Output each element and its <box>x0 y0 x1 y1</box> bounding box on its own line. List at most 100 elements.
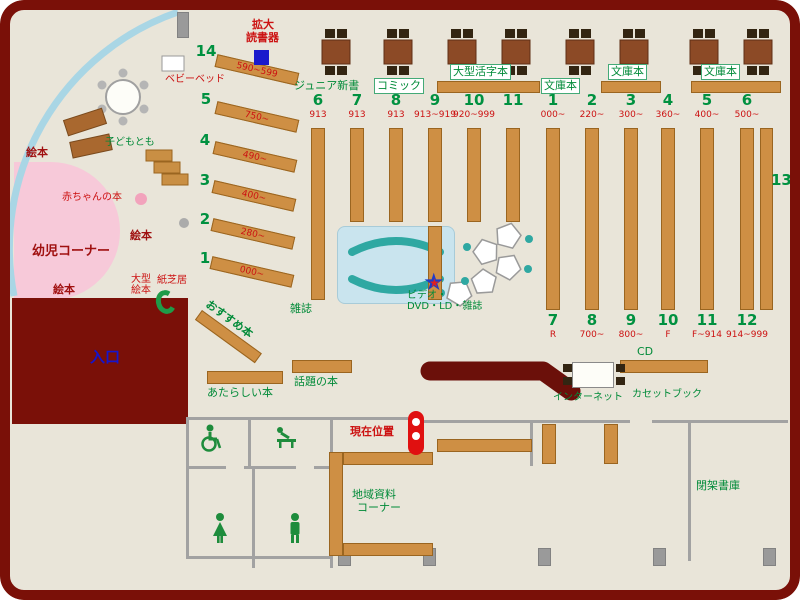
aisle-number: 10 <box>657 311 679 329</box>
picture-books-label: 絵本 <box>53 283 75 296</box>
large-picture-books-label: 絵本 <box>131 285 151 296</box>
magnifier-reader-label: 読書器 <box>246 31 279 44</box>
fan-shelf-number: 4 <box>199 131 211 149</box>
section-bunko-3: 文庫本 <box>701 64 740 80</box>
current-location-marker <box>408 411 424 455</box>
baby-bed-icon <box>161 55 185 72</box>
gray-stool <box>179 218 189 228</box>
aisle-range: 220~ <box>579 110 605 120</box>
section-comic: コミック <box>374 78 424 94</box>
wall <box>252 468 255 568</box>
regional-shelf <box>343 452 433 465</box>
aisle-range: 500~ <box>734 110 760 120</box>
kids-low-tables <box>62 107 113 159</box>
magazines-label: 雑誌 <box>290 302 312 315</box>
section-bunko-2: 文庫本 <box>608 64 647 80</box>
aisle-range: 913 <box>348 110 366 120</box>
bookstack <box>585 128 599 310</box>
entrance-exterior-block <box>12 298 188 424</box>
regional-corner-label: 地域資料 <box>352 488 396 501</box>
aisle-range: R <box>549 330 557 340</box>
pink-stool <box>135 193 147 205</box>
aisle-range: 400~ <box>694 110 720 120</box>
closed-stacks-label: 閉架書庫 <box>696 479 740 492</box>
aisle-range: 000~ <box>540 110 566 120</box>
aisle-range: F~914 <box>692 330 722 340</box>
pillar <box>763 548 776 566</box>
fan-shelf-number: 5 <box>200 90 212 108</box>
entrance-label: 入口 <box>90 348 121 366</box>
fan-shelf-number: 3 <box>199 171 211 189</box>
aisle-range: 360~ <box>655 110 681 120</box>
new-books-shelf <box>207 371 283 384</box>
bookstack <box>428 128 442 222</box>
baby-changing-icon <box>274 424 300 454</box>
topical-books-shelf <box>292 360 352 373</box>
wheelchair-icon <box>196 423 224 457</box>
picture-books-label: 絵本 <box>26 146 48 159</box>
section-large-print: 大型活字本 <box>450 64 511 80</box>
fan-shelf-number: 2 <box>199 210 211 228</box>
fan-shelf-number: 14 <box>195 42 217 60</box>
aisle-range: 300~ <box>618 110 644 120</box>
aisle-number: 8 <box>586 311 598 329</box>
new-books-label: あたらしい本 <box>207 386 273 399</box>
aisle-number: 5 <box>701 91 713 109</box>
internet-label: インターネット <box>553 392 623 403</box>
wall <box>186 556 333 559</box>
womens-toilet-icon <box>209 512 231 548</box>
cd-shelf <box>620 360 708 373</box>
regional-corner-label: コーナー <box>357 501 401 514</box>
shelf <box>437 439 532 452</box>
aisle-range: 913~919 <box>414 110 456 120</box>
chair <box>563 377 572 385</box>
fan-shelf: 400~ <box>211 180 297 212</box>
wall <box>186 466 226 469</box>
section-junior-shinsho: ジュニア新書 <box>294 79 360 92</box>
aisle-number: 4 <box>662 91 674 109</box>
baby-books-label: 赤ちゃんの本 <box>62 192 122 203</box>
shelf <box>604 424 618 464</box>
av-corner-label: DVD・LD・雑誌 <box>407 301 483 312</box>
bookstack <box>389 128 403 222</box>
chair <box>616 364 625 372</box>
fan-shelf-range: 750~ <box>243 109 270 126</box>
bookstack <box>546 128 560 310</box>
wall <box>244 466 296 469</box>
picture-books-label: 絵本 <box>130 229 152 242</box>
bookstack <box>624 128 638 310</box>
aisle-number: 6 <box>741 91 753 109</box>
aisle-number: 12 <box>736 311 758 329</box>
aisle-number: 9 <box>429 91 441 109</box>
wall <box>688 423 691 561</box>
wall <box>424 420 630 423</box>
aisle-range: 913 <box>387 110 405 120</box>
top-shelf <box>691 81 781 93</box>
wall <box>186 417 189 559</box>
fan-shelf-range: 400~ <box>240 188 267 205</box>
aisle-range: 700~ <box>579 330 605 340</box>
cassette-books-label: カセットブック <box>632 389 702 400</box>
chair <box>616 377 625 385</box>
fan-shelf: 750~ <box>214 101 300 133</box>
wall <box>186 417 408 420</box>
top-shelf <box>601 81 661 93</box>
magnifier-reader-label: 拡大 <box>252 18 274 31</box>
wall <box>248 417 251 466</box>
fan-shelf: 000~ <box>209 256 295 288</box>
bookstack <box>661 128 675 310</box>
fan-shelf-range: 490~ <box>241 149 268 166</box>
aisle-range: 913 <box>309 110 327 120</box>
section-bunko-1: 文庫本 <box>541 78 580 94</box>
wall <box>314 466 333 469</box>
service-counter <box>420 361 581 401</box>
current-location-label: 現在位置 <box>350 425 394 438</box>
fan-shelf-range: 000~ <box>238 264 265 281</box>
pillar <box>177 12 189 38</box>
aisle-number: 9 <box>625 311 637 329</box>
fan-shelf: 490~ <box>212 141 298 173</box>
internet-table <box>572 362 614 388</box>
aisle-range: F <box>665 330 671 340</box>
aisle-number: 2 <box>586 91 598 109</box>
shelf <box>542 424 556 464</box>
